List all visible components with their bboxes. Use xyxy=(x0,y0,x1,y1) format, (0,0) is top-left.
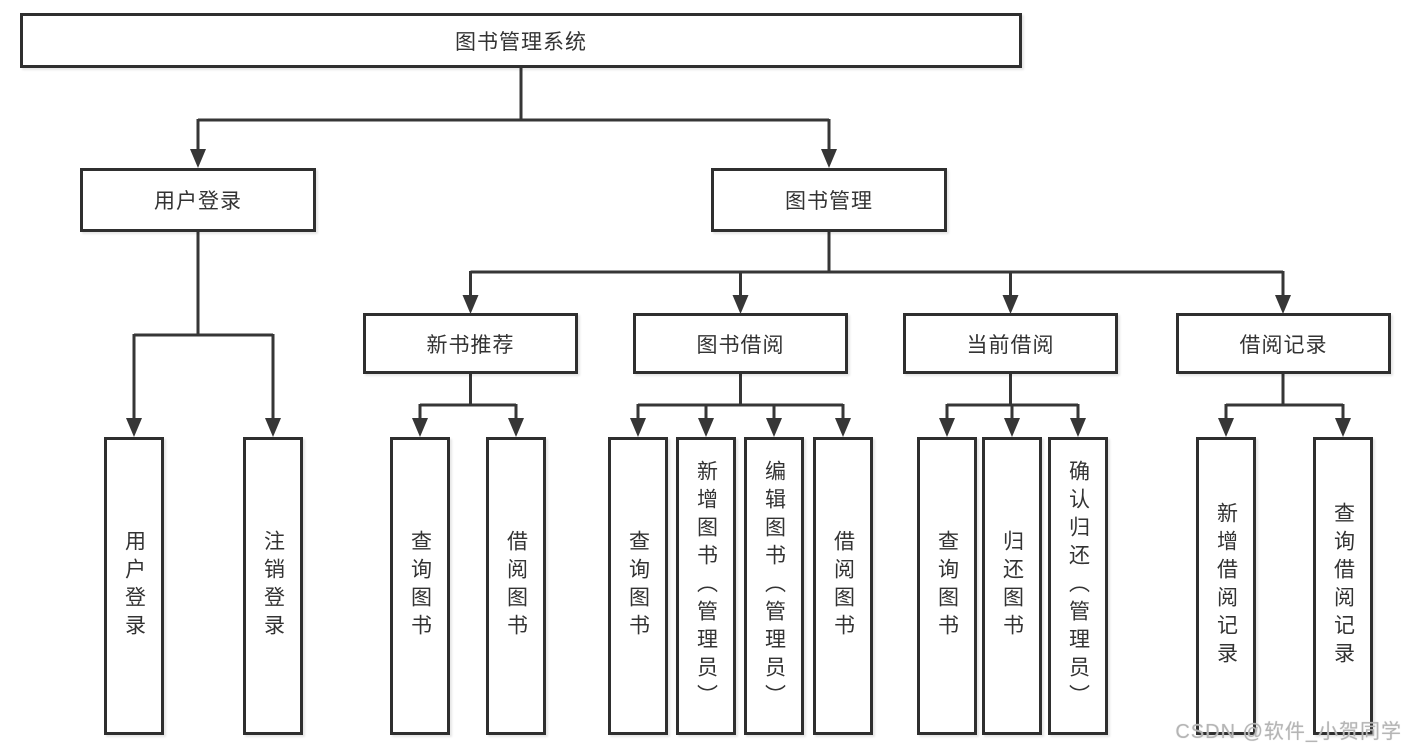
node-add-borrow-record-label: 新增借阅记录 xyxy=(1214,502,1238,670)
node-borrow-books-recommend: 借阅图书 xyxy=(486,437,546,735)
node-borrow-books: 借阅图书 xyxy=(813,437,873,735)
node-return-books-label: 归还图书 xyxy=(1000,530,1024,642)
node-add-books-admin: 新增图书（管理员） xyxy=(676,437,736,735)
node-current-borrowing: 当前借阅 xyxy=(903,313,1118,374)
connector-newbooks-to-children xyxy=(418,374,518,420)
node-book-management: 图书管理 xyxy=(711,168,947,232)
node-query-books-recommend-label: 查询图书 xyxy=(408,530,432,642)
node-current-borrowing-label: 当前借阅 xyxy=(966,333,1055,357)
node-query-borrow-record: 查询借阅记录 xyxy=(1313,437,1373,735)
node-borrow-records: 借阅记录 xyxy=(1176,313,1391,374)
connector-current-to-children xyxy=(945,374,1080,420)
node-user-login-label: 用户登录 xyxy=(154,190,242,213)
node-borrow-books-recommend-label: 借阅图书 xyxy=(504,530,528,642)
node-query-books-current-label: 查询图书 xyxy=(935,530,959,642)
node-user-login-action-label: 用户登录 xyxy=(122,530,146,642)
node-edit-books-admin: 编辑图书（管理员） xyxy=(744,437,804,735)
connector-userlogin-to-children xyxy=(132,232,275,420)
node-logout-action-label: 注销登录 xyxy=(261,530,285,642)
node-add-books-admin-label: 新增图书（管理员） xyxy=(694,460,718,712)
node-query-books-borrow-label: 查询图书 xyxy=(626,530,650,642)
node-query-books-current: 查询图书 xyxy=(917,437,977,735)
connector-records-to-children xyxy=(1224,374,1345,420)
node-new-book-recommend: 新书推荐 xyxy=(363,313,578,374)
connector-borrow-to-children xyxy=(636,374,845,420)
node-user-login: 用户登录 xyxy=(80,168,316,232)
node-book-borrowing-label: 图书借阅 xyxy=(696,333,785,357)
connector-bookmgmt-to-level3 xyxy=(469,232,1285,297)
node-logout-action: 注销登录 xyxy=(243,437,303,735)
node-user-login-action: 用户登录 xyxy=(104,437,164,735)
node-edit-books-admin-label: 编辑图书（管理员） xyxy=(762,460,786,712)
node-add-borrow-record: 新增借阅记录 xyxy=(1196,437,1256,735)
arrowheads xyxy=(126,149,1351,437)
node-book-management-label: 图书管理 xyxy=(785,190,873,213)
node-return-books: 归还图书 xyxy=(982,437,1042,735)
node-new-book-recommend-label: 新书推荐 xyxy=(426,333,515,357)
node-confirm-return-admin: 确认归还（管理员） xyxy=(1048,437,1108,735)
node-book-borrowing: 图书借阅 xyxy=(633,313,848,374)
node-borrow-books-label: 借阅图书 xyxy=(831,530,855,642)
connector-root-to-level2 xyxy=(196,68,831,151)
node-borrow-records-label: 借阅记录 xyxy=(1239,333,1328,357)
csdn-watermark: CSDN @软件_小贺同学 xyxy=(1175,721,1402,743)
node-query-books-recommend: 查询图书 xyxy=(390,437,450,735)
node-confirm-return-admin-label: 确认归还（管理员） xyxy=(1066,460,1090,712)
node-library-system: 图书管理系统 xyxy=(20,13,1022,68)
node-query-books-borrow: 查询图书 xyxy=(608,437,668,735)
node-query-borrow-record-label: 查询借阅记录 xyxy=(1331,502,1355,670)
node-library-system-label: 图书管理系统 xyxy=(455,30,587,54)
